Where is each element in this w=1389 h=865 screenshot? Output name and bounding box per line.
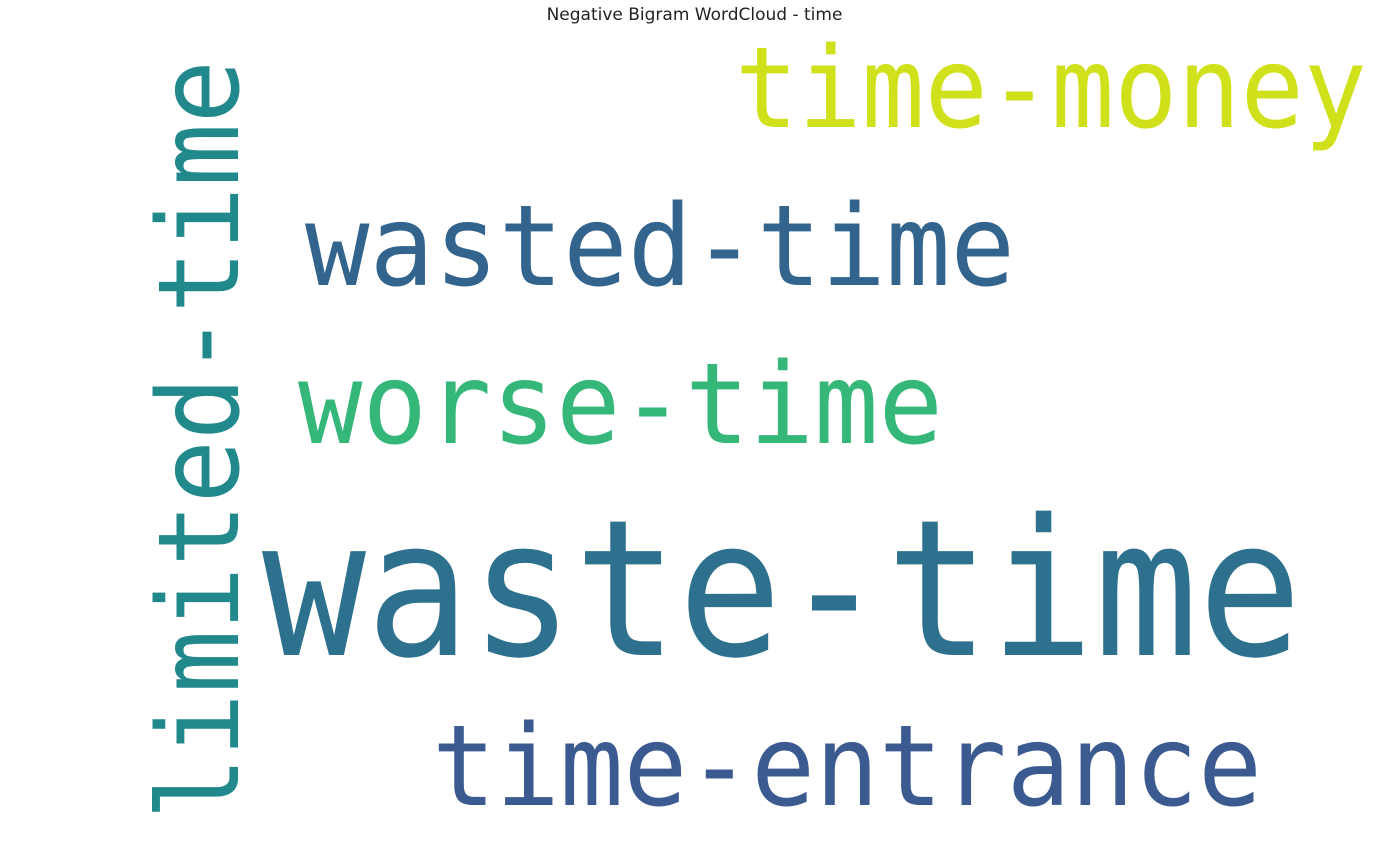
word-limited-time: limited-time xyxy=(135,60,265,820)
word-waste-time: waste-time xyxy=(262,479,1302,700)
word-time-entrance: time-entrance xyxy=(432,702,1262,832)
chart-title: Negative Bigram WordCloud - time xyxy=(546,5,843,25)
word-worse-time: worse-time xyxy=(298,340,943,470)
word-time-money: time-money xyxy=(735,24,1367,154)
word-wasted-time: wasted-time xyxy=(305,182,1015,312)
